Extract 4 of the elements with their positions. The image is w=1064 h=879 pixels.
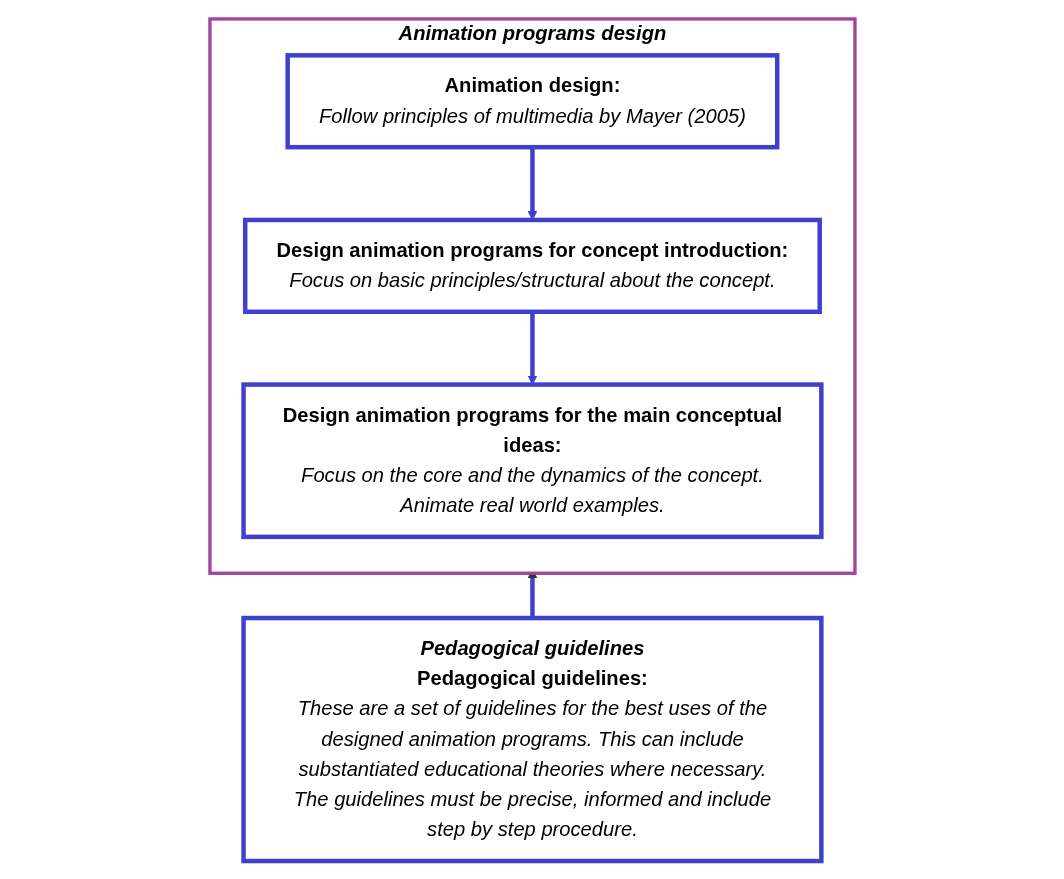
node-box: Pedagogical guidelines Pedagogical guidelines: These are a set of guidelines for the best uses of the designed animation programs. This can include substantiated educational theories where necessary. The guidelines must be precise, informed and include step by step procedure. <box>240 615 824 863</box>
node-box: Animation design: Follow principles of multimedia by Mayer (2005) <box>285 52 779 149</box>
node-box: Design animation programs for concept introduction: Focus on basic principles/structural about the concept. <box>242 217 822 314</box>
node-box: Design animation programs for the main conceptual ideas: Focus on the core and the dynamics of the concept. Animate real world examples. <box>240 381 824 539</box>
